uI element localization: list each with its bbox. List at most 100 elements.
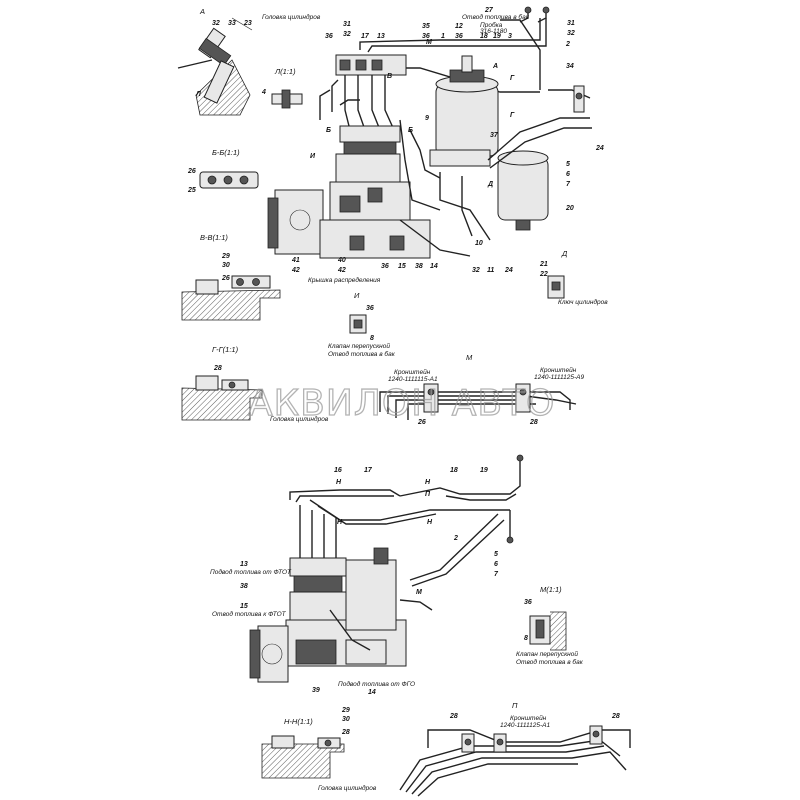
label-probe: Пробка xyxy=(480,21,503,29)
view-vv-section: В-В(1:1) 29 30 26 xyxy=(181,233,281,321)
callout-42b: 42 xyxy=(337,267,346,274)
label-nut-hub: Ключ цилиндров xyxy=(558,298,608,306)
view-p-pipes: П Кронштейн 1240-1111125-А1 28 28 xyxy=(399,701,631,797)
callout-24a: 24 xyxy=(595,145,604,152)
label-probe-code: 316-1180 xyxy=(480,28,507,35)
label-from-fgo: Подвод топлива от ФГО xyxy=(338,680,415,688)
callout-33a: 33 xyxy=(228,20,236,27)
callout-26vv: 26 xyxy=(221,275,230,282)
view-nn-section: Н-Н(1:1) 29 30 28 Головка цилиндров xyxy=(261,707,377,792)
callout-19: 19 xyxy=(493,33,501,40)
callout-32c: 32 xyxy=(472,267,480,274)
callout-N4: Н xyxy=(427,519,433,526)
callout-M: М xyxy=(426,39,432,46)
callout-15: 15 xyxy=(398,263,406,270)
callout-7b: 7 xyxy=(494,571,499,578)
callout-6: 6 xyxy=(566,171,570,178)
callout-28gg: 28 xyxy=(213,365,222,372)
callout-P: П xyxy=(425,491,431,498)
callout-Mb: М xyxy=(416,589,422,596)
callout-37: 37 xyxy=(490,132,499,139)
view-a-title: А xyxy=(199,7,205,16)
callout-16: 16 xyxy=(334,467,342,474)
label-cyl-head-nn: Головка цилиндров xyxy=(318,784,377,792)
callout-38b: 38 xyxy=(240,583,248,590)
view-i-detail: И 36 8 Клапан перепускной Отвод топлива … xyxy=(328,291,396,358)
callout-34: 34 xyxy=(566,63,574,70)
view-nn-title: Н-Н(1:1) xyxy=(284,717,313,726)
label-bracket-m1-code: 1240-1111115-А1 xyxy=(388,376,438,383)
callout-22: 22 xyxy=(539,271,548,278)
main-top-assembly: 31 32 36 17 13 35 36 1 36 12 18 19 3 27 … xyxy=(267,6,604,284)
view-m11-title: М(1:1) xyxy=(540,585,562,594)
callout-5b: 5 xyxy=(494,551,498,558)
callout-15b: 15 xyxy=(240,603,248,610)
callout-30nn: 30 xyxy=(342,716,350,723)
callout-17b: 17 xyxy=(364,467,373,474)
label-drain-m: Отвод топлива в бак xyxy=(516,658,584,666)
callout-D: Д xyxy=(487,181,493,188)
callout-39: 39 xyxy=(312,687,320,694)
label-bracket-p: Кронштейн xyxy=(510,714,547,722)
callout-38: 38 xyxy=(415,263,423,270)
label-bypass-m: Клапан перепускной xyxy=(516,650,578,658)
callout-10: 10 xyxy=(475,240,483,247)
callout-B2: Б xyxy=(408,127,413,134)
callout-4: 4 xyxy=(261,89,266,96)
label-drain-i: Отвод топлива в бак xyxy=(328,350,396,358)
label-cyl-head-gg: Головка цилиндров xyxy=(270,415,329,423)
label-to-ftot: Отвод топлива к ФТОТ xyxy=(212,610,287,618)
callout-28nn: 28 xyxy=(341,729,350,736)
callout-B1: Б xyxy=(326,127,331,134)
callout-32b: 32 xyxy=(567,30,575,37)
view-bb-title: Б-Б(1:1) xyxy=(212,148,240,157)
callout-32a: 32 xyxy=(212,20,220,27)
callout-L: Л xyxy=(195,91,201,98)
callout-31: 31 xyxy=(343,21,351,28)
label-from-ftot: Подвод топлива от ФТОТ xyxy=(210,568,292,576)
callout-13: 13 xyxy=(377,33,385,40)
callout-36c: 36 xyxy=(455,33,463,40)
callout-8i: 8 xyxy=(370,335,374,342)
label-bypass-i: Клапан перепускной xyxy=(328,342,390,350)
callout-27: 27 xyxy=(484,7,494,14)
callout-2: 2 xyxy=(565,41,570,48)
callout-23a: 23 xyxy=(243,20,252,27)
label-bracket-m2: Кронштейн xyxy=(540,366,577,374)
callout-2b: 2 xyxy=(453,535,458,542)
label-nut-prefix: Крышка распределения xyxy=(308,276,381,284)
callout-G2: Г xyxy=(510,112,515,119)
callout-18b: 18 xyxy=(450,467,458,474)
callout-8m: 8 xyxy=(524,635,528,642)
callout-41: 41 xyxy=(291,257,300,264)
callout-40: 40 xyxy=(337,257,346,264)
callout-31b: 31 xyxy=(567,20,575,27)
callout-30vv: 30 xyxy=(222,262,230,269)
view-a-injector: А 32 33 23 Головка цилиндров Л xyxy=(177,7,321,116)
bottom-main-assembly: 16 17 18 19 2 5 6 7 Н Н Н Н П М 13 Подво… xyxy=(210,454,524,696)
callout-13b: 13 xyxy=(240,561,248,568)
callout-19b: 19 xyxy=(480,467,488,474)
callout-42: 42 xyxy=(291,267,300,274)
label-bracket-m1: Кронштейн xyxy=(394,368,431,376)
view-vv-title: В-В(1:1) xyxy=(200,233,228,242)
callout-36m: 36 xyxy=(524,599,532,606)
callout-5: 5 xyxy=(566,161,570,168)
callout-18: 18 xyxy=(480,33,488,40)
callout-1: 1 xyxy=(441,33,445,40)
view-l-detail: Л(1:1) 4 xyxy=(261,67,303,109)
callout-7: 7 xyxy=(566,181,571,188)
callout-14b: 14 xyxy=(368,689,376,696)
callout-29nn: 29 xyxy=(341,707,350,714)
view-bb-section: Б-Б(1:1) 26 25 xyxy=(187,148,259,194)
view-m11-detail: М(1:1) 36 8 Клапан перепускной Отвод топ… xyxy=(516,585,584,666)
callout-G: Г xyxy=(510,75,515,82)
view-d-title: Д xyxy=(561,249,568,258)
callout-36d: 36 xyxy=(381,263,389,270)
callout-26m: 26 xyxy=(417,419,426,426)
callout-6b: 6 xyxy=(494,561,498,568)
callout-36i: 36 xyxy=(366,305,374,312)
callout-A: А xyxy=(492,63,498,70)
